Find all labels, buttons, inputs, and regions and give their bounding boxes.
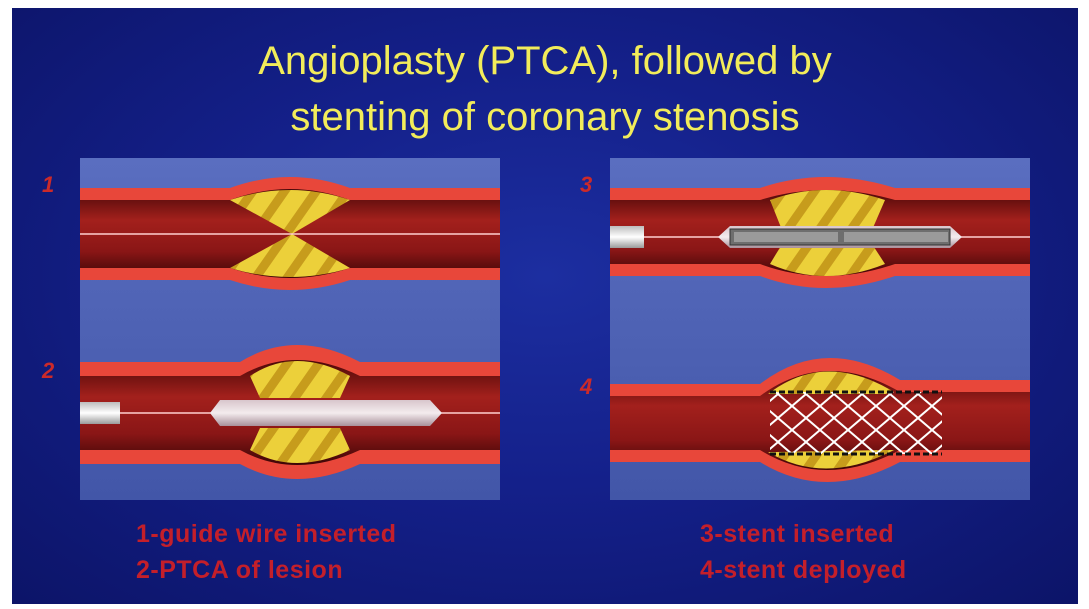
title-line-2: stenting of coronary stenosis	[12, 94, 1078, 140]
panel-steps-3-4	[610, 158, 1030, 500]
caption-step-1: 1-guide wire inserted	[136, 520, 397, 549]
panel-steps-1-2	[80, 158, 500, 500]
catheter	[80, 402, 120, 424]
plaque-top	[770, 190, 885, 230]
balloon	[210, 400, 442, 426]
title-line-1: Angioplasty (PTCA), followed by	[12, 38, 1078, 84]
step-number-4: 4	[580, 374, 592, 400]
caption-step-4: 4-stent deployed	[700, 556, 907, 585]
vessel-step-3	[610, 177, 1030, 288]
step-number-3: 3	[580, 172, 592, 198]
vessel-step-1	[80, 177, 500, 290]
deployed-stent	[770, 392, 942, 454]
step-number-1: 1	[42, 172, 54, 198]
step-number-2: 2	[42, 358, 54, 384]
slide: Angioplasty (PTCA), followed by stenting…	[12, 8, 1078, 604]
caption-step-3: 3-stent inserted	[700, 520, 894, 549]
catheter	[610, 226, 644, 248]
vessel-step-2	[80, 345, 500, 479]
caption-step-2: 2-PTCA of lesion	[136, 556, 343, 585]
